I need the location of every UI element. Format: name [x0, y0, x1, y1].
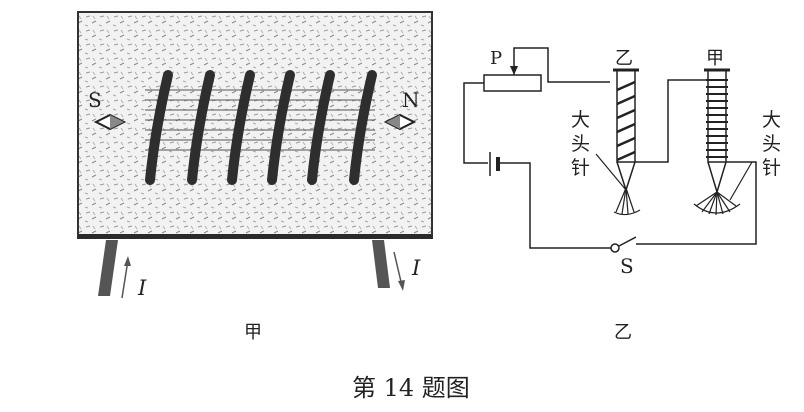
current-left-label: I [138, 276, 147, 300]
circuit-diagram [463, 47, 757, 253]
figure-b-label: 乙 [614, 322, 632, 343]
figure-caption: 第 14 题图 [352, 374, 470, 402]
pins-left-label: 大 头 针 [571, 109, 591, 179]
solenoid-photo [77, 11, 433, 299]
electromagnet-yi-label: 乙 [615, 48, 633, 69]
rheostat [483, 74, 542, 92]
switch-blade [618, 236, 637, 247]
switch-label: S [620, 254, 634, 278]
pole-n-label: N [402, 88, 420, 112]
switch-pivot [610, 243, 620, 253]
rheostat-slider-label: P [490, 48, 503, 69]
slider-arrow-icon [510, 66, 518, 75]
electromagnet-jia-label: 甲 [706, 48, 724, 69]
pole-s-label: S [88, 88, 102, 112]
figure-a-label: 甲 [244, 322, 262, 343]
current-right-label: I [412, 256, 421, 280]
pins-right-label: 大 头 针 [762, 109, 782, 179]
